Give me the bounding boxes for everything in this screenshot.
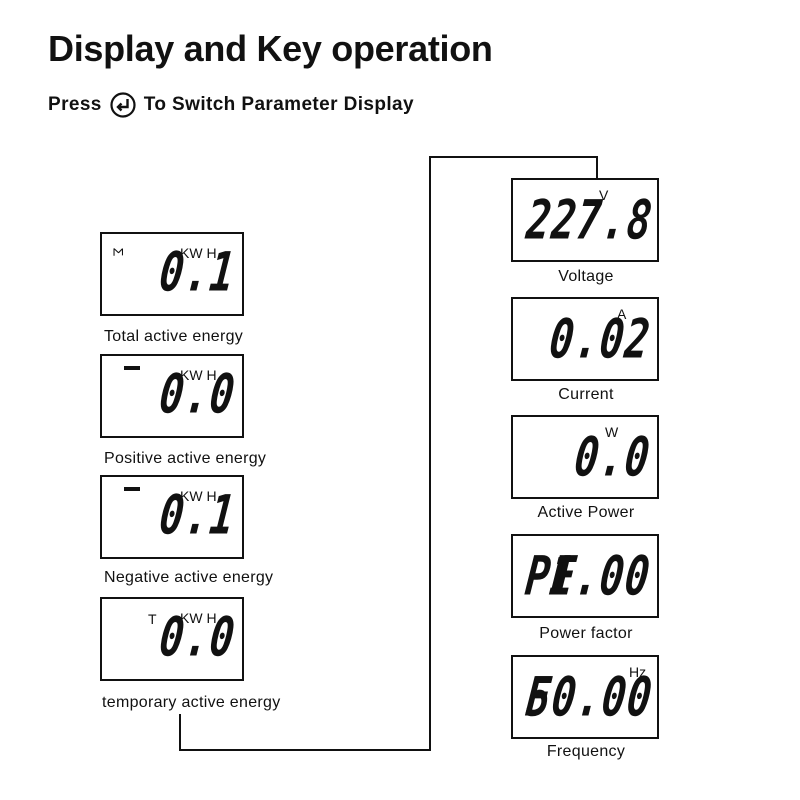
- lcd-value: 227.8: [523, 189, 656, 253]
- unit-label: KW H: [180, 488, 217, 504]
- lcd-value: 0.1: [156, 241, 239, 305]
- lcd-voltage: V 227.8: [511, 178, 659, 262]
- positive-indicator: [124, 366, 140, 370]
- temporary-indicator: T: [148, 611, 157, 627]
- caption-frequency: Frequency: [546, 743, 626, 760]
- sigma-indicator: Σ: [110, 247, 127, 257]
- unit-label: V: [599, 187, 609, 203]
- lcd-negative-active-energy: KW H 0.1: [100, 475, 244, 559]
- lcd-active-power: W 0.0: [511, 415, 659, 499]
- subtitle-press: Press: [48, 94, 102, 115]
- enter-key-icon: [110, 92, 136, 118]
- lcd-value: 0.0: [156, 606, 239, 670]
- lcd-value: 0.0: [156, 363, 239, 427]
- unit-label: KW H: [180, 245, 217, 261]
- lcd-current: A 0.02: [511, 297, 659, 381]
- lcd-total-active-energy: Σ KW H 0.1: [100, 232, 244, 316]
- lcd-value: 0.02: [546, 308, 654, 372]
- caption-current: Current: [558, 386, 614, 403]
- caption-temporary-active-energy: temporary active energy: [102, 694, 281, 711]
- page-title: Display and Key operation: [48, 28, 493, 69]
- lcd-value: 1.00: [546, 545, 654, 609]
- caption-total-active-energy: Total active energy: [104, 328, 244, 345]
- unit-label: Hz: [629, 664, 647, 680]
- caption-active-power: Active Power: [537, 504, 635, 521]
- lcd-value: 0.1: [156, 484, 239, 548]
- subtitle: Press To Switch Parameter Display: [48, 92, 414, 118]
- lcd-frequency: Hz F 50.00: [511, 655, 659, 739]
- lcd-value: 50.00: [523, 666, 656, 730]
- caption-positive-active-energy: Positive active energy: [104, 450, 267, 467]
- subtitle-action: To Switch Parameter Display: [143, 94, 414, 115]
- lcd-power-factor: PF 1.00: [511, 534, 659, 618]
- lcd-temporary-active-energy: T KW H 0.0: [100, 597, 244, 681]
- unit-label: A: [617, 306, 627, 322]
- caption-negative-active-energy: Negative active energy: [104, 569, 274, 586]
- lcd-positive-active-energy: KW H 0.0: [100, 354, 244, 438]
- lcd-value: 0.0: [571, 426, 654, 490]
- unit-label: KW H: [180, 610, 217, 626]
- negative-indicator: [124, 487, 140, 491]
- caption-voltage: Voltage: [558, 268, 614, 285]
- unit-label: KW H: [180, 367, 217, 383]
- unit-label: W: [605, 424, 619, 440]
- caption-power-factor: Power factor: [539, 625, 633, 642]
